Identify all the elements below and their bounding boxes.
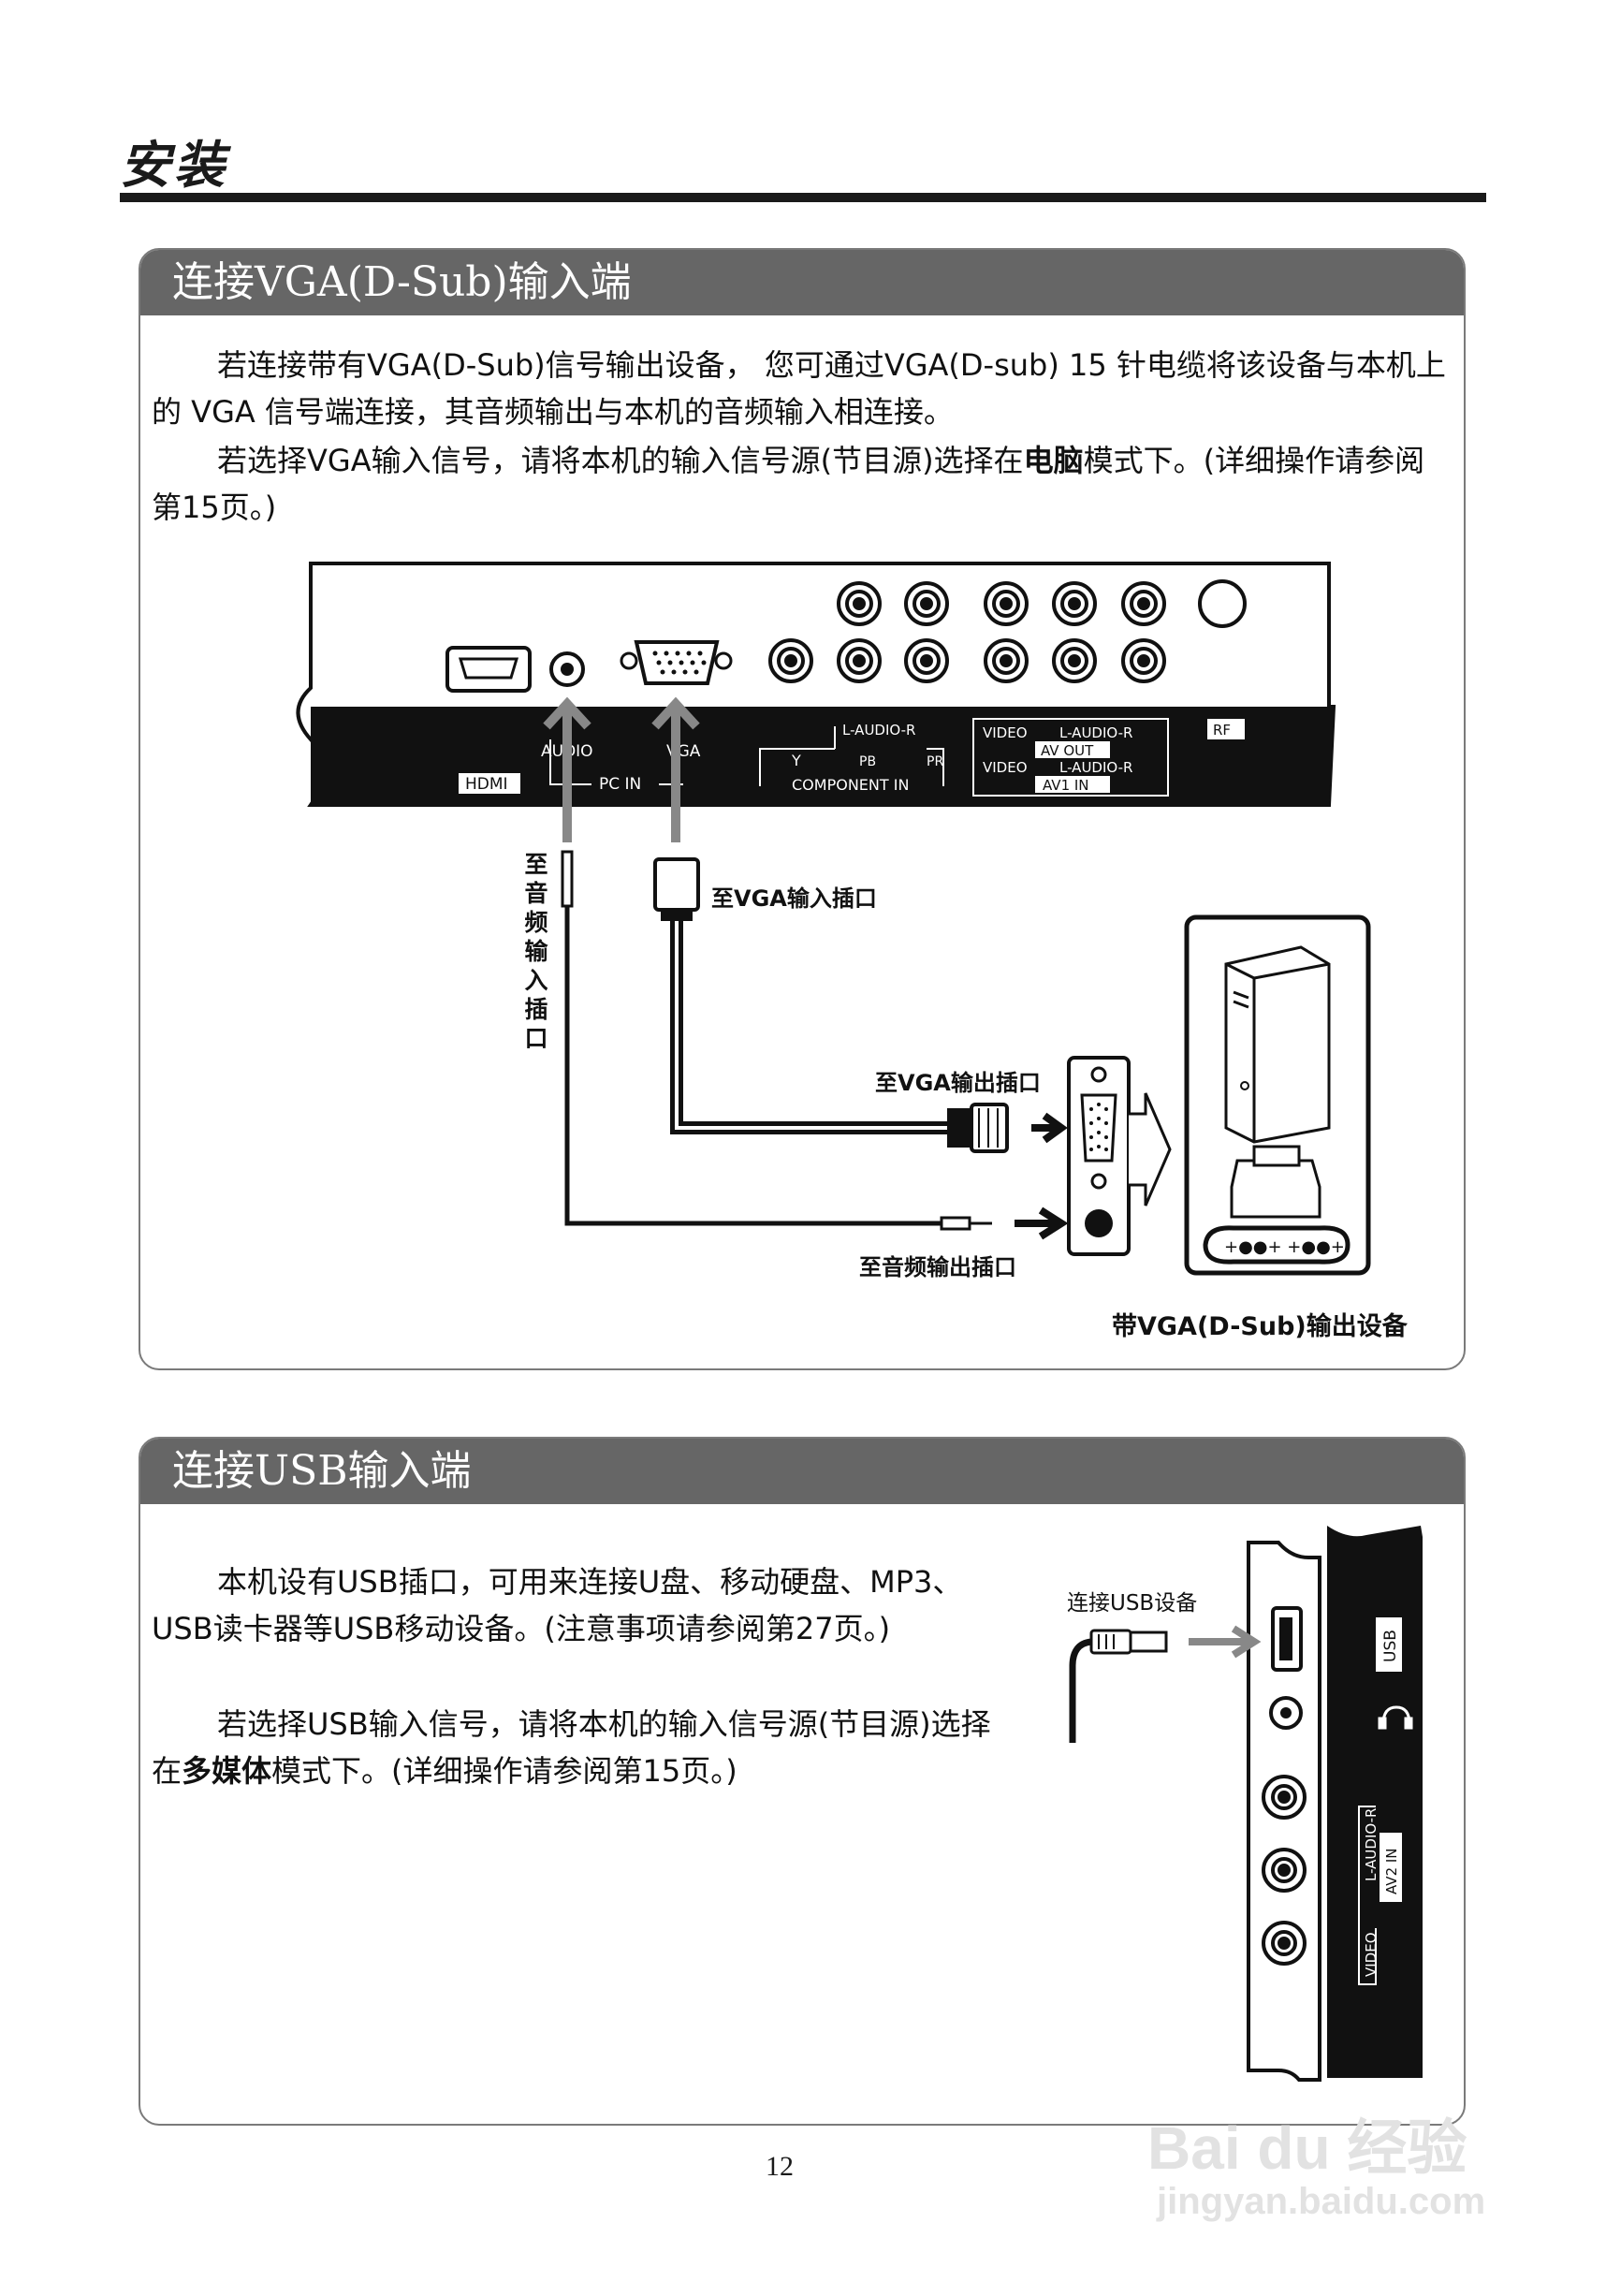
component-pb-label: PB [859,754,876,769]
headphone-jack-icon [1269,1696,1303,1730]
usb-side-label: USB [1381,1630,1400,1662]
component-audio-label: L-AUDIO-R [842,722,915,739]
usb-connect-arrow-icon [1189,1625,1262,1659]
svg-text:+●●+ +●●+: +●●+ +●●+ [1224,1237,1345,1257]
usb-section-title-bar: 连接USB输入端 [140,1439,1464,1504]
component-in-label: COMPONENT IN [792,776,909,794]
audio-output-arrow-icon [1015,1206,1069,1240]
usb-section-title: 连接USB输入端 [172,1447,472,1495]
pc-in-label: PC IN [599,775,641,794]
page-heading: 安装 [120,135,228,195]
vga-mode-emphasis: 电脑 [1023,443,1084,478]
heading-rule [120,193,1486,202]
audio-jack-icon [549,651,585,687]
to-audio-input-label: 至音频输入插口 [524,851,548,1052]
computer-device-icon: +●●+ +●●+ [1184,914,1371,1276]
component-y-label: Y [791,752,801,769]
av1-video-label: VIDEO [983,759,1028,776]
rf-label: RF [1213,722,1231,739]
audio-up-arrow-icon [543,696,591,842]
av2-in-label: AV2 IN [1383,1848,1400,1894]
baidu-watermark-url: jingyan.baidu.com [1157,2181,1486,2222]
headphone-icon [1378,1705,1413,1730]
usb-connection-diagram: USB L-AUDIO-R AV2 IN VIDEO 连接USB设备 [1067,1526,1423,2082]
to-vga-input-label: 至VGA输入插口 [711,885,877,912]
page-number: 12 [766,2151,794,2182]
usb-paragraph-1: 本机设有USB插口，可用来连接U盘、移动硬盘、MP3、USB读卡器等USB移动设… [152,1564,963,1646]
usb-paragraph-2: 若选择USB输入信号，请将本机的输入信号源(节目源)选择在多媒体模式下。(详细操… [152,1706,991,1789]
usb-cable-plug-icon [1069,1629,1168,1743]
hdmi-port-icon [445,646,532,693]
rf-port-icon [1198,579,1247,628]
usb-section-panel: 连接USB输入端 本机设有USB插口，可用来连接U盘、移动硬盘、MP3、USB读… [139,1437,1466,2126]
av2-video-label: VIDEO [1363,1932,1380,1977]
vga-port-icon [620,640,733,685]
av-out-audio-label: L-AUDIO-R [1059,724,1132,741]
usb-port-icon [1271,1606,1303,1672]
av1-audio-label: L-AUDIO-R [1059,759,1132,776]
vga-up-arrow-icon [651,696,700,842]
vga-paragraph-2: 若选择VGA输入信号，请将本机的输入信号源(节目源)选择在电脑模式下。(详细操作… [152,443,1425,525]
connect-usb-device-label: 连接USB设备 [1067,1591,1197,1616]
av2-rca-jacks [1262,1775,1307,1966]
baidu-watermark-brand: Bai du 经验 [1147,2114,1467,2182]
device-port-plate [1067,1056,1131,1256]
vga-cable [653,857,1009,1153]
av1-in-label: AV1 IN [1043,777,1089,794]
av-out-video-label: VIDEO [983,724,1028,741]
device-to-pc-arrow-icon [1129,1092,1172,1206]
to-vga-output-label: 至VGA输出插口 [875,1070,1041,1096]
vga-section-title-bar: 连接VGA(D-Sub)输入端 [140,250,1464,315]
audio-cable [561,850,992,1231]
av-out-label: AV OUT [1041,742,1094,759]
component-pr-label: PR [927,754,943,769]
hdmi-label: HDMI [465,775,508,794]
usb-mode-emphasis: 多媒体 [182,1753,272,1789]
vga-connection-diagram: AUDIO VGA HDMI PC IN L-AUDIO-R Y PB PR C… [296,562,1409,1341]
to-audio-output-label: 至音频输出插口 [859,1254,1016,1280]
vga-output-arrow-icon [1031,1112,1068,1144]
device-caption: 带VGA(D-Sub)输出设备 [1112,1311,1409,1341]
vga-section-title: 连接VGA(D-Sub)输入端 [172,258,632,306]
vga-paragraph-1: 若连接带有VGA(D-Sub)信号输出设备， 您可通过VGA(D-sub) 15… [152,347,1446,430]
av2-audio-label: L-AUDIO-R [1363,1808,1380,1881]
rca-jacks [768,581,1166,683]
